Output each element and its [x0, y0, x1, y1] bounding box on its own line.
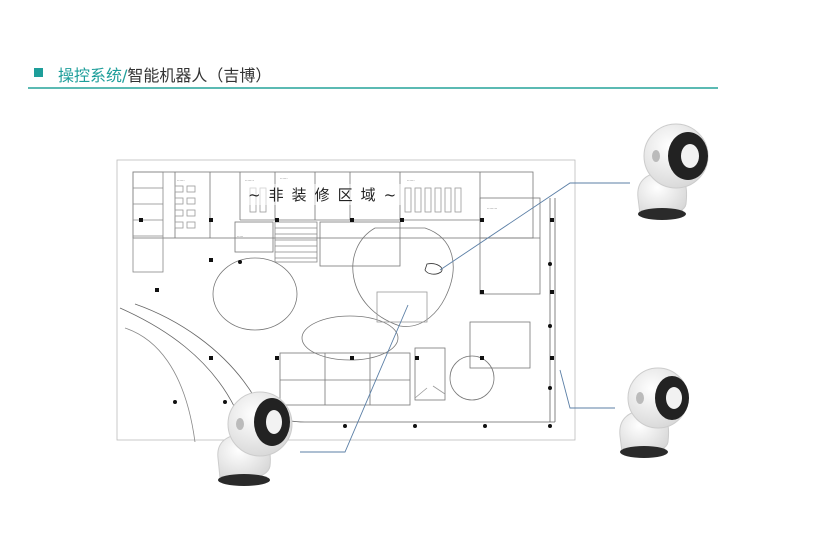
svg-text:······: ······ — [407, 178, 415, 183]
svg-text:·····: ····· — [237, 234, 243, 239]
robot-icon — [217, 391, 293, 486]
bullet-square-icon — [34, 68, 43, 77]
title-main: 操控系统/ — [58, 66, 128, 85]
robot-bottom-left — [212, 386, 302, 490]
header-divider — [28, 87, 718, 89]
section-header: 操控系统/智能机器人（吉博） — [28, 60, 718, 89]
robot-top-right — [632, 120, 712, 226]
robot-icon — [637, 123, 709, 220]
svg-text:·······: ······· — [245, 178, 254, 183]
svg-text:······: ······ — [280, 176, 288, 181]
non-renovation-area-label: ~非装修区域~ — [248, 184, 405, 205]
svg-text:······: ······ — [177, 178, 185, 183]
robot-bottom-right — [614, 358, 694, 464]
robot-icon — [619, 367, 689, 458]
page-title: 操控系统/智能机器人（吉博） — [58, 62, 271, 86]
title-sub: 智能机器人（吉博） — [127, 66, 272, 85]
svg-text:········: ········ — [487, 206, 497, 211]
